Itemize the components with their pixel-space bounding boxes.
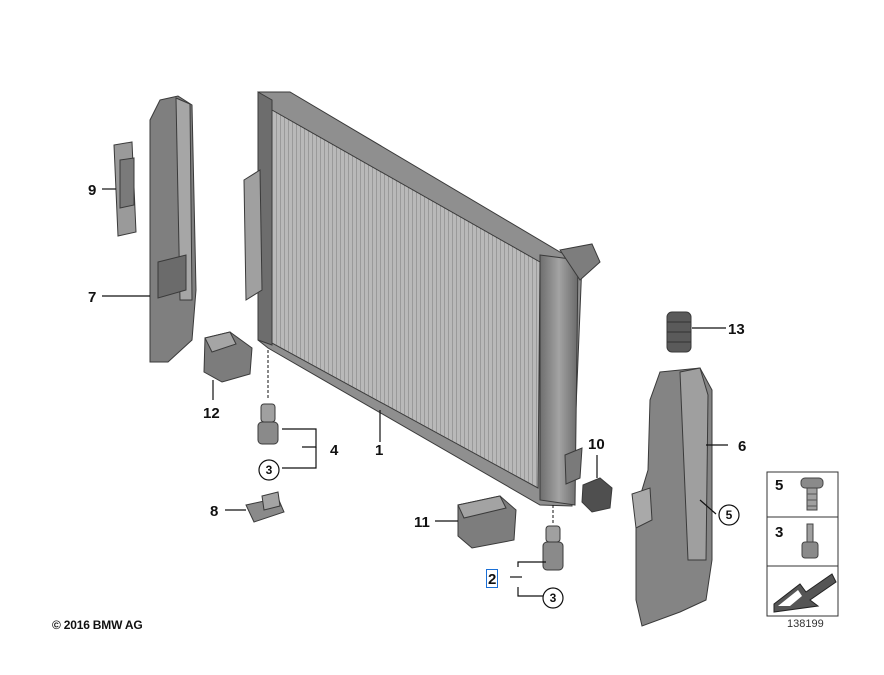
pin-icon	[801, 523, 819, 559]
circled-ref-3-lower: 3	[542, 587, 564, 609]
label-12: 12	[203, 405, 220, 422]
circled-ref-3-upper: 3	[258, 459, 280, 481]
label-13: 13	[728, 321, 745, 338]
label-2: 2	[488, 571, 496, 588]
direction-arrow-icon	[773, 573, 837, 613]
rubber-bumper-part-13[interactable]	[666, 311, 692, 353]
legend-number-5: 5	[775, 477, 783, 494]
figure-number: 138199	[787, 618, 824, 630]
legend-box: 5 3	[766, 471, 839, 617]
highlight-box	[486, 569, 498, 588]
side-panel-part-7[interactable]	[149, 95, 197, 363]
duct-part-11[interactable]	[457, 495, 517, 549]
mount-part-12[interactable]	[203, 331, 253, 383]
label-7: 7	[88, 289, 96, 306]
rubber-mount-part-10[interactable]	[581, 477, 613, 513]
label-4: 4	[330, 442, 339, 459]
bushing-part-2[interactable]	[542, 525, 564, 571]
radiator-part-1[interactable]	[243, 91, 601, 507]
label-11: 11	[414, 514, 430, 531]
svg-text:3: 3	[550, 591, 557, 605]
svg-text:5: 5	[726, 508, 733, 522]
label-10: 10	[588, 436, 605, 453]
copyright-text: © 2016 BMW AG	[52, 618, 143, 632]
side-panel-part-6[interactable]	[631, 367, 713, 627]
bracket-part-8[interactable]	[245, 491, 285, 523]
screw-icon	[800, 477, 824, 511]
circled-ref-5: 5	[718, 504, 740, 526]
leader-lines	[102, 188, 728, 597]
label-8: 8	[210, 503, 218, 520]
bracket-part-9[interactable]	[113, 141, 137, 237]
label-1: 1	[375, 442, 383, 459]
label-6: 6	[738, 438, 746, 455]
legend-number-3: 3	[775, 524, 783, 541]
svg-text:3: 3	[266, 463, 273, 477]
bushing-part-4[interactable]	[257, 403, 279, 445]
label-9: 9	[88, 182, 96, 199]
